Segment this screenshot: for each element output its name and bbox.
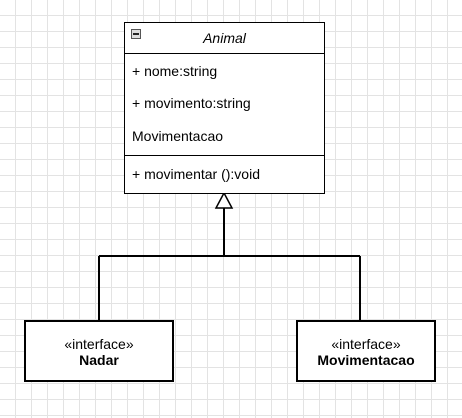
class-header: Animal xyxy=(125,23,324,54)
interface-stereotype: «interface» xyxy=(331,336,401,352)
inheritance-arrowhead xyxy=(214,191,234,209)
interface-name: Movimentacao xyxy=(317,352,415,368)
operation-movimentar[interactable]: + movimentar ():void xyxy=(132,166,260,182)
attribute-movimento[interactable]: + movimento:string xyxy=(132,95,251,111)
class-name: Animal xyxy=(203,30,246,46)
class-animal[interactable]: Animal + nome:string + movimento:string … xyxy=(124,22,325,194)
attribute-nome[interactable]: + nome:string xyxy=(132,63,218,79)
interface-name: Nadar xyxy=(79,352,119,368)
interface-stereotype: «interface» xyxy=(64,336,134,352)
collapse-icon[interactable] xyxy=(131,29,141,39)
interface-movimentacao[interactable]: «interface» Movimentacao xyxy=(296,320,436,382)
interface-nadar[interactable]: «interface» Nadar xyxy=(24,320,174,382)
operations-divider xyxy=(125,155,324,156)
attribute-movimentacao[interactable]: Movimentacao xyxy=(132,128,224,144)
